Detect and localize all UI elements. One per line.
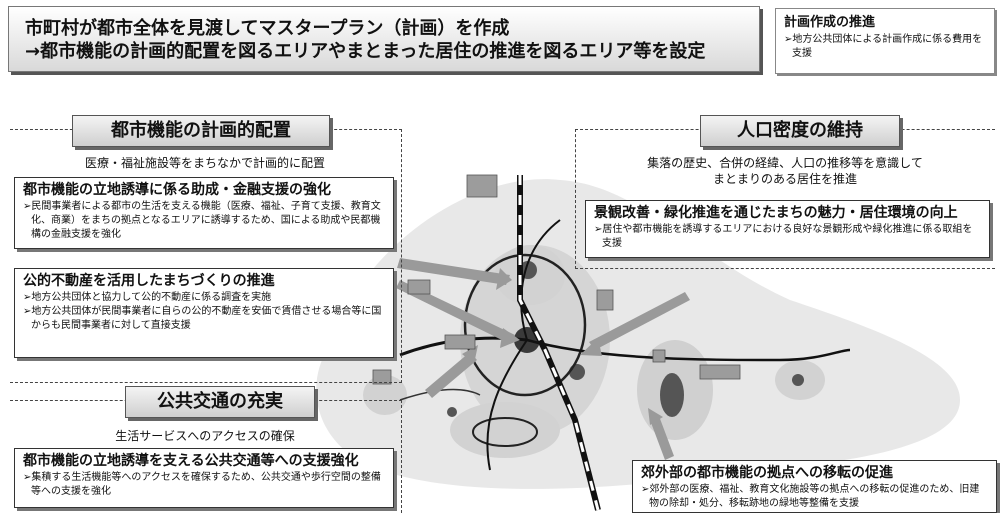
planning-card-subsidy: 都市機能の立地誘導に係る助成・金融支援の強化 ➢民間事業者による都市の生活を支え… [14, 177, 394, 249]
planning-section-heading: 都市機能の計画的配置 [72, 115, 330, 147]
south-district-zone [450, 402, 560, 458]
planning-card-public-realestate-bullet-1: ➢地方公共団体と協力して公的不動産に係る調査を実施 [23, 292, 272, 303]
planning-card-subsidy-title: 都市機能の立地誘導に係る助成・金融支援の強化 [23, 182, 331, 198]
population-card-landscape-title: 景観改善・緑化推進を通じたまちの魅力・居住環境の向上 [594, 205, 958, 221]
population-card-landscape: 景観改善・緑化推進を通じたまちの魅力・居住環境の向上 ➢居住や都市機能を誘導する… [585, 200, 990, 258]
west-core [447, 407, 457, 417]
transit-section-heading: 公共交通の充実 [125, 386, 315, 418]
railway-stripes [518, 175, 600, 511]
banner-line-2: →都市機能の計画的配置を図るエリアやまとまった居住の推進を図るエリア等を設定 [25, 41, 706, 62]
population-section-heading: 人口密度の維持 [700, 115, 900, 147]
plan-support-title: 計画作成の推進 [784, 15, 876, 30]
south-ring-road [472, 417, 538, 447]
pointer-arrows [396, 258, 690, 460]
transit-card-support-title: 都市機能の立地誘導を支える公共交通等への支援強化 [23, 453, 359, 469]
plan-support-box: 計画作成の推進 ➢地方公共団体による計画作成に係る費用を支援 [775, 8, 995, 74]
planning-card-subsidy-body: ➢民間事業者による都市の生活を支える機能（医療、福祉、子育て支援、教育文化、商業… [23, 201, 381, 240]
main-road-east [526, 338, 851, 362]
far-east-core [792, 374, 804, 386]
suburb-relocation-card: 郊外部の都市機能の拠点への移転の促進 ➢郊外部の医療、福祉、教育文化施設等の拠点… [632, 460, 997, 513]
planning-card-public-realestate-bullet-2: ➢地方公共団体が民間事業者に自らの公的不動産を安価で賃借させる場合等に国からも民… [23, 306, 382, 331]
banner-line-1: 市町村が都市全体を見渡してマスタープラン（計画）を作成 [25, 18, 510, 39]
population-section-subtitle-line-1: 集落の歴史、合併の経緯、人口の推移等を意識して [647, 156, 923, 170]
transit-card-support: 都市機能の立地誘導を支える公共交通等への支援強化 ➢集積する生活機能等へのアクセ… [14, 448, 394, 508]
suburb-relocation-title: 郊外部の都市機能の拠点への移転の促進 [641, 465, 893, 481]
population-section-subtitle-line-2: まとまりのある居住を推進 [712, 172, 857, 186]
planning-card-public-realestate: 公的不動産を活用したまちづくりの推進 ➢地方公共団体と協力して公的不動産に係る調… [14, 268, 394, 358]
south-east-core [569, 364, 585, 380]
population-card-landscape-body: ➢居住や都市機能を誘導するエリアにおける良好な景観形成や緑化推進に係る取組を支援 [594, 224, 973, 249]
plan-banner: 市町村が都市全体を見渡してマスタープラン（計画）を作成 →都市機能の計画的配置を… [8, 6, 760, 72]
plan-support-bullet: ➢地方公共団体による計画作成に係る費用を支援 [784, 34, 983, 59]
east-core [660, 373, 684, 417]
suburb-relocation-body: ➢郊外部の医療、福祉、教育文化施設等の拠点への移転の促進のため、旧建物の除却・処… [641, 484, 980, 509]
transit-section-subtitle: 生活サービスへのアクセスの確保 [115, 429, 295, 443]
west-district-zone [363, 375, 407, 415]
ring-road [463, 253, 587, 397]
building-icons [372, 174, 741, 385]
road-southwest [399, 388, 481, 401]
transit-card-support-body: ➢集積する生活機能等へのアクセスを確保するため、公共交通や歩行空間の整備等への支… [23, 472, 381, 497]
road-north [520, 219, 561, 341]
planning-card-public-realestate-title: 公的不動産を活用したまちづくりの推進 [23, 273, 275, 289]
planning-section-subtitle: 医療・福祉施設等をまちなかで計画的に配置 [84, 156, 325, 170]
road-south [486, 339, 528, 471]
